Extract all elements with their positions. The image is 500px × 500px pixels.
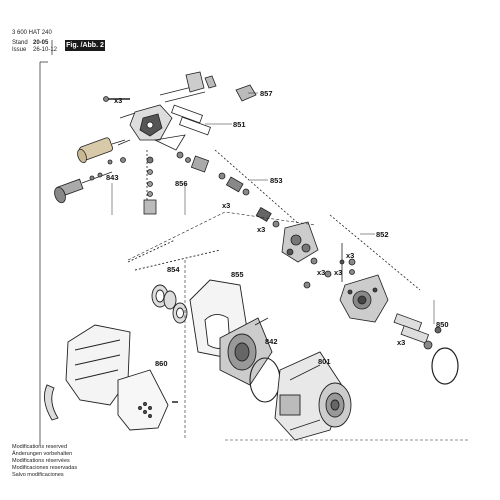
leader-lines xyxy=(111,92,435,324)
callout-801: 801 xyxy=(318,357,331,366)
quantity-marker: x3 xyxy=(346,251,354,260)
motor-frame-855 xyxy=(134,249,273,386)
quantity-marker: x3 xyxy=(114,96,122,105)
issue-value: 26-10-12 xyxy=(33,47,58,53)
quantity-marker: x3 xyxy=(222,201,230,210)
switch-assembly xyxy=(103,71,257,151)
callout-854: 854 xyxy=(167,265,180,274)
callout-853: 853 xyxy=(270,176,283,185)
callout-850: 850 xyxy=(436,320,449,329)
figure-label: Fig. /Abb. 2 xyxy=(65,40,105,51)
callout-860: 860 xyxy=(155,359,168,368)
quantity-marker: x3 xyxy=(317,268,325,277)
stand-value: 20-05 xyxy=(33,40,49,46)
callout-852: 852 xyxy=(376,230,389,239)
o-ring-850 xyxy=(431,347,459,385)
callout-843: 843 xyxy=(106,173,119,182)
footer-line: Modifications reserved xyxy=(12,444,68,450)
footer-line: Modificaciones reservadas xyxy=(12,465,78,471)
ring-842 xyxy=(249,357,281,403)
washers-854 xyxy=(127,239,188,324)
quantity-marker: x3 xyxy=(397,338,405,347)
callout-851: 851 xyxy=(233,120,246,129)
quantity-marker: x3 xyxy=(334,268,342,277)
document-number: 3 600 HAT 240 xyxy=(12,30,52,36)
callout-857: 857 xyxy=(260,89,273,98)
footer-line: Modifications réservées xyxy=(12,458,70,464)
small-parts-856 xyxy=(143,150,210,215)
callout-856: 856 xyxy=(175,179,188,188)
pump-body-852 xyxy=(329,214,442,350)
callout-855: 855 xyxy=(231,270,244,279)
group-outlines xyxy=(127,211,470,441)
motor-801 xyxy=(274,351,352,441)
callout-842: 842 xyxy=(265,337,278,346)
quantity-marker: x3 xyxy=(257,225,265,234)
tool-holder-assembly xyxy=(54,137,126,204)
stand-label: Stand xyxy=(12,40,28,46)
issue-label: Issue xyxy=(12,47,27,53)
footer-line: Änderungen vorbehalten xyxy=(12,451,73,457)
footer-line: Salvo modificaciones xyxy=(12,472,64,478)
housing-860 xyxy=(43,324,178,431)
